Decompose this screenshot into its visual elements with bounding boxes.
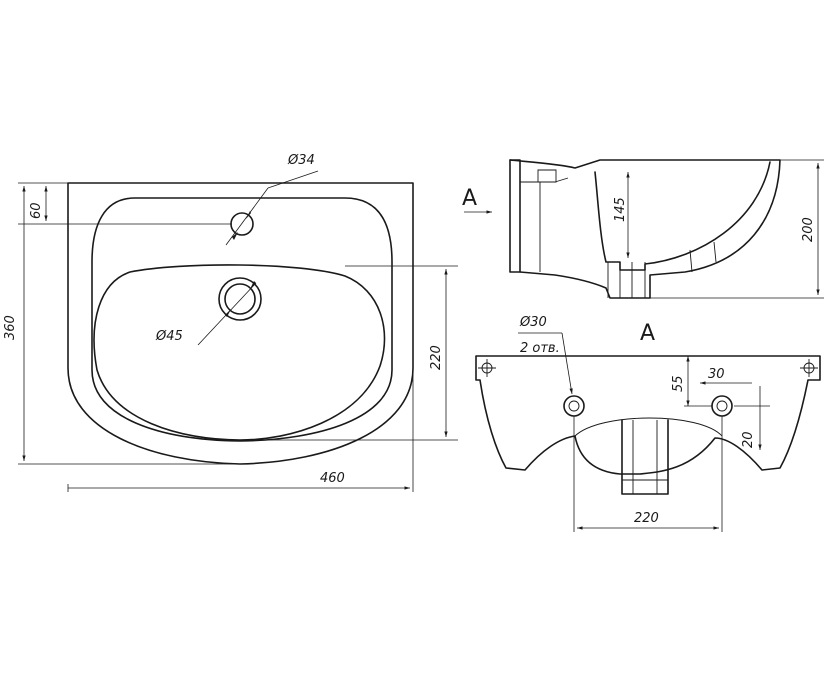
section-outline — [509, 159, 781, 299]
hole-spacing-dim-label: 220 — [634, 511, 659, 526]
drain-hole-outer — [218, 277, 262, 321]
depth-dim-label: 360 — [3, 315, 18, 340]
section-tap-bore — [537, 169, 557, 183]
height-dim-label: 200 — [801, 217, 816, 242]
rear-view-bowl-edge — [574, 417, 723, 437]
top-view: Ø34 Ø45 60 360 220 460 — [3, 153, 458, 492]
tap-hole-diameter-label: Ø34 — [287, 153, 315, 168]
basin-inner-rim — [91, 197, 393, 442]
drain-hole-inner — [224, 283, 256, 315]
mount-hole-left — [563, 395, 585, 417]
mount-hole-diameter-label: Ø30 — [519, 315, 547, 330]
hole-vertical-dim-label: 20 — [741, 431, 756, 448]
drain-hole-diameter-label: Ø45 — [155, 329, 183, 344]
section-back-wall — [509, 159, 521, 273]
tap-hole — [230, 212, 254, 236]
drain-height-dim-label: 145 — [613, 197, 628, 222]
rear-view-outline — [475, 355, 821, 475]
section-drain — [607, 262, 646, 298]
basin-outer-contour — [67, 182, 414, 465]
tap-offset-dim-label: 60 — [29, 202, 44, 219]
hole-from-top-dim-label: 55 — [671, 375, 686, 392]
section-marker-label: A — [462, 186, 477, 211]
rear-view: A Ø30 2 отв. 55 30 — [475, 315, 821, 532]
section-view: A 145 200 — [462, 159, 824, 299]
mount-hole-right — [711, 395, 733, 417]
bowl-depth-dim-label: 220 — [429, 345, 444, 370]
rear-view-title: A — [640, 321, 655, 346]
rear-view-drain — [621, 419, 669, 495]
mount-hole-count-label: 2 отв. — [520, 341, 560, 356]
basin-bowl — [93, 264, 386, 441]
width-dim-label: 460 — [320, 471, 345, 486]
hole-from-edge-dim-label: 30 — [708, 367, 725, 382]
